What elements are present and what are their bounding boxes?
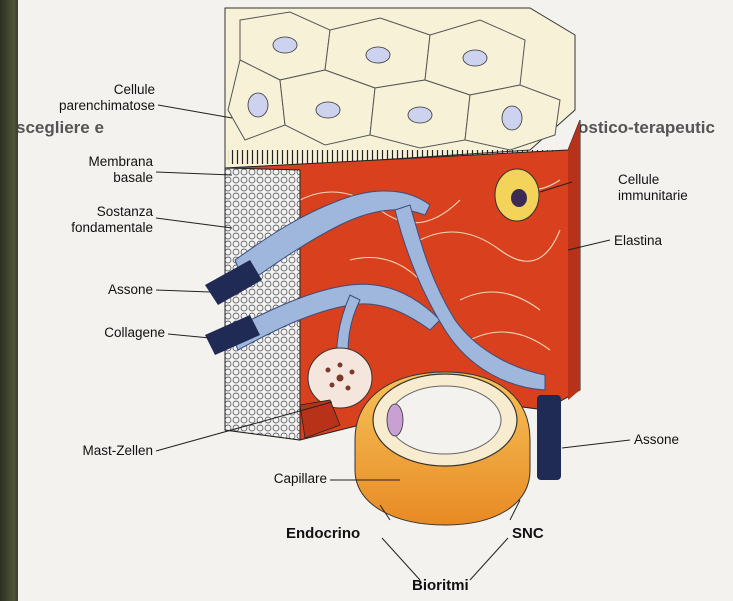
label-axon-left: Assone	[40, 282, 153, 298]
label-elastin: Elastina	[614, 233, 662, 249]
label-collagen: Collagene	[40, 325, 165, 341]
immune-cell	[495, 169, 539, 221]
label-ground-substance: Sostanza fondamentale	[40, 204, 153, 236]
label-axon-right: Assone	[634, 432, 679, 448]
capillary-vessel	[355, 372, 530, 525]
label-cns: SNC	[512, 526, 544, 542]
label-basement-membrane: Membrana basale	[40, 154, 153, 186]
axon-right	[537, 395, 561, 480]
parenchymal-cells	[225, 8, 575, 170]
label-immune-cells: Cellule immunitarie	[618, 172, 688, 204]
label-biorhythms: Bioritmi	[412, 578, 469, 594]
label-mast-cells: Mast-Zellen	[40, 443, 153, 459]
label-capillary: Capillare	[200, 471, 327, 487]
label-parenchymal-cells: Cellule parenchimatose	[40, 82, 155, 114]
label-endocrine: Endocrino	[286, 526, 360, 542]
